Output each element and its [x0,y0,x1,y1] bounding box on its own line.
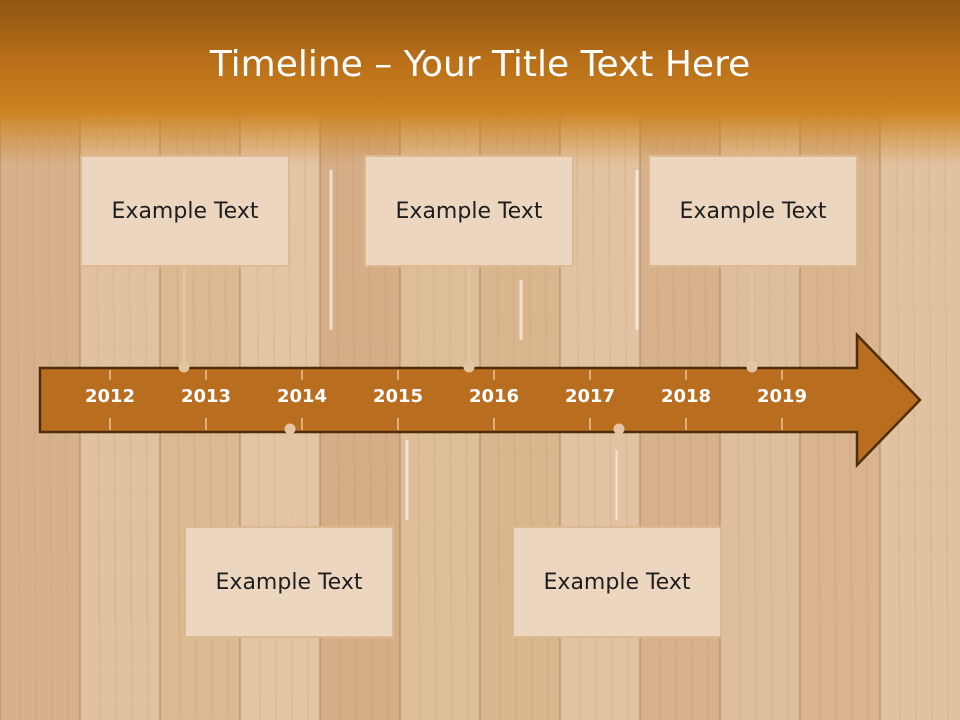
event-card: Example Text [512,526,722,638]
page-title: Timeline – Your Title Text Here [209,44,751,85]
year-label: 2019 [756,386,808,407]
event-card: Example Text [364,155,574,267]
event-marker [746,361,758,373]
event-marker [463,361,475,373]
year-label: 2012 [84,386,136,407]
event-marker [178,361,190,373]
event-card-text: Example Text [215,569,363,595]
year-label: 2018 [660,386,712,407]
event-card-text: Example Text [679,198,827,224]
year-label: 2017 [564,386,616,407]
timeline-arrow [38,331,922,469]
year-label: 2014 [276,386,328,407]
event-marker [284,423,296,435]
event-card-text: Example Text [395,198,543,224]
event-marker [613,423,625,435]
year-label: 2016 [468,386,520,407]
event-card: Example Text [80,155,290,267]
event-card: Example Text [648,155,858,267]
header-band [0,0,960,165]
year-label: 2013 [180,386,232,407]
event-card: Example Text [184,526,394,638]
event-card-text: Example Text [543,569,691,595]
event-card-text: Example Text [111,198,259,224]
year-label: 2015 [372,386,424,407]
